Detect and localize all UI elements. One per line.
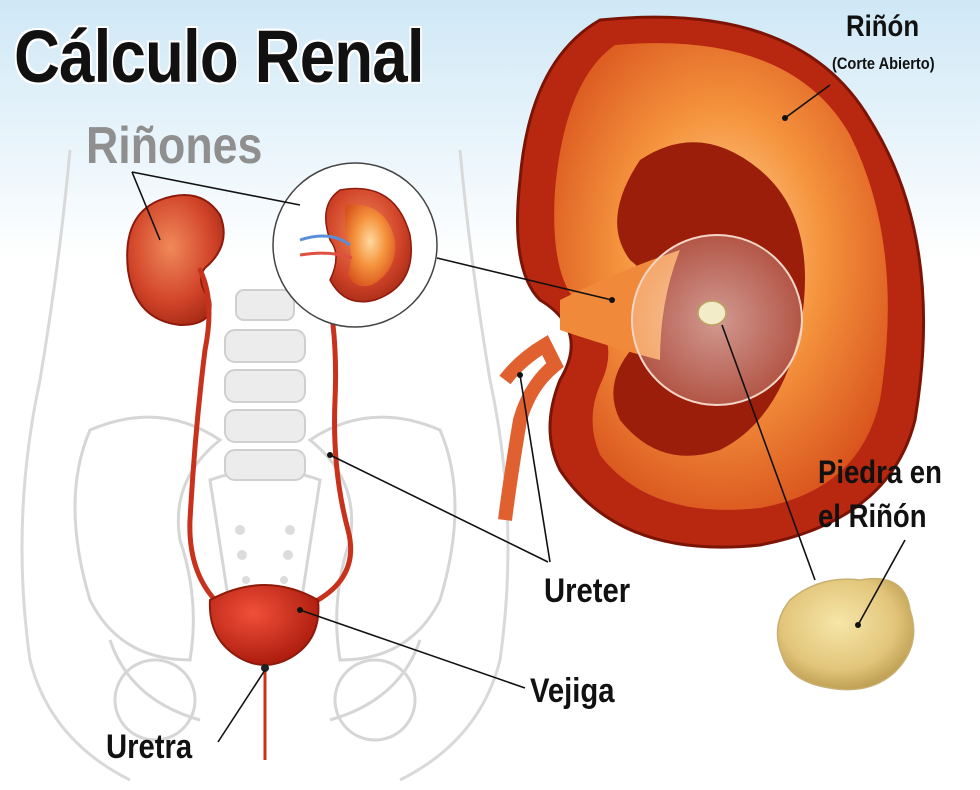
bladder-label: Vejiga bbox=[530, 672, 615, 710]
kidney-section-label: (Corte Abierto) bbox=[832, 54, 935, 73]
spine bbox=[224, 289, 306, 481]
kidney-stone-small bbox=[697, 300, 727, 326]
kidneys-label: Riñones bbox=[86, 117, 263, 175]
kidney-label: Riñón bbox=[846, 10, 920, 43]
kidney-stone-label-line1: Piedra en bbox=[818, 454, 942, 490]
sacrum-holes bbox=[235, 525, 295, 584]
kidney-stone-label: Piedra en el Riñón bbox=[818, 450, 942, 538]
kidney-stone-large bbox=[776, 577, 915, 691]
pointer-dots bbox=[297, 115, 861, 628]
page-title: Cálculo Renal bbox=[14, 15, 425, 98]
pointer-lines bbox=[131, 84, 906, 743]
kidney-stone-label-line2: el Riñón bbox=[818, 498, 927, 534]
ureters bbox=[187, 267, 354, 603]
pelvis-skeleton bbox=[73, 415, 457, 742]
bladder bbox=[208, 584, 320, 666]
urethra-label: Uretra bbox=[106, 728, 193, 766]
small-kidney-section bbox=[272, 162, 438, 328]
ureter-label: Ureter bbox=[544, 572, 631, 610]
urethra-dot bbox=[261, 664, 269, 672]
